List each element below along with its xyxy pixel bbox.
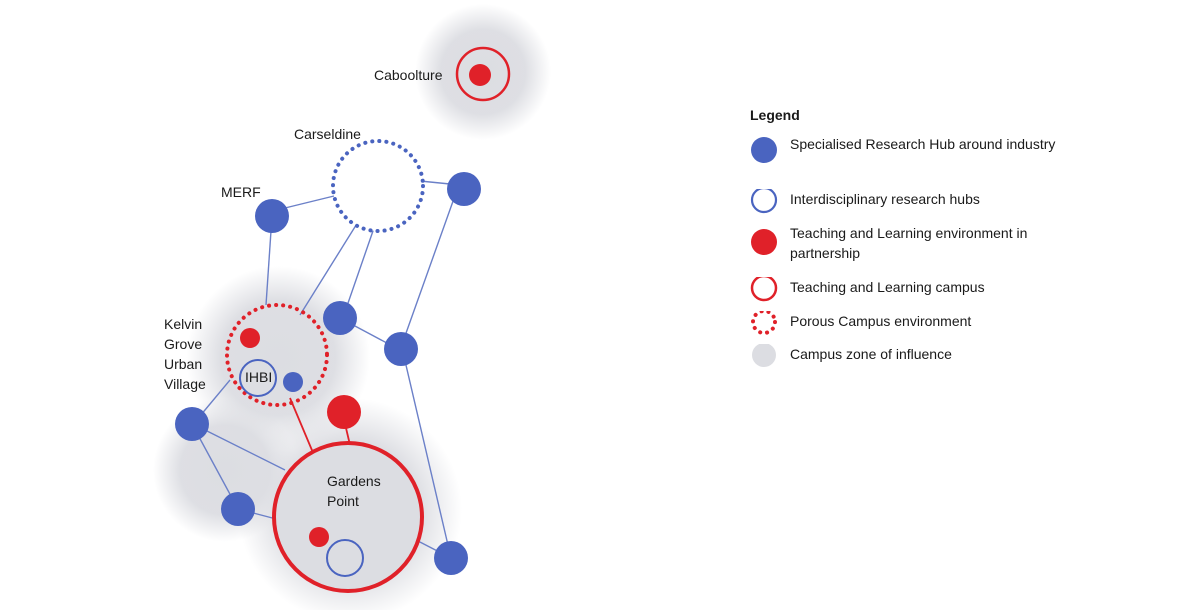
label-merf: MERF bbox=[221, 184, 261, 200]
legend-label-porous: Porous Campus environment bbox=[790, 313, 972, 329]
filled-blue-circle-icon bbox=[751, 137, 777, 163]
gardens-point-partnership-node bbox=[309, 527, 329, 547]
research-node-upper-right bbox=[447, 172, 481, 206]
legend-label-specialised: Specialised Research Hub around industry bbox=[790, 136, 1056, 152]
link-carseldine-kelvin bbox=[299, 221, 359, 316]
gardens-point-campus-ring bbox=[272, 441, 424, 593]
legend-label-interdisciplinary: Interdisciplinary research hubs bbox=[790, 191, 980, 207]
link-left-kelvin bbox=[199, 379, 231, 417]
outlined-blue-circle-icon bbox=[750, 189, 778, 214]
legend-label-zone: Campus zone of influence bbox=[790, 346, 952, 362]
legend-label-teaching-campus: Teaching and Learning campus bbox=[790, 279, 985, 295]
caboolture-partnership-node bbox=[469, 64, 491, 86]
legend-title: Legend bbox=[750, 107, 800, 123]
link-left-hub-gp bbox=[204, 429, 286, 471]
research-node-right bbox=[384, 332, 418, 366]
link-hub-right bbox=[399, 189, 458, 351]
ihbi-hub-ring bbox=[239, 359, 277, 397]
caboolture-campus-ring bbox=[455, 46, 511, 102]
legend-panel: Legend Specialised Research Hub around i… bbox=[738, 98, 1068, 374]
kelvin-research-node bbox=[283, 372, 303, 392]
outlined-red-circle-icon bbox=[750, 277, 778, 302]
label-kelvin-grove-4: Village bbox=[164, 376, 206, 392]
label-kelvin-grove-2: Grove bbox=[164, 336, 202, 352]
link-carseldine-hub bbox=[419, 180, 451, 185]
link-kelvin-gp-red bbox=[289, 397, 315, 456]
dotted-red-circle-icon bbox=[751, 311, 777, 335]
link-carseldine-mid bbox=[346, 227, 375, 307]
label-gardens-point-2: Point bbox=[327, 493, 359, 509]
label-gardens-point-1: Gardens bbox=[327, 473, 381, 489]
partnership-node-gp-top bbox=[327, 395, 361, 429]
label-carseldine: Carseldine bbox=[294, 126, 361, 142]
legend-label-teaching-partnership: Teaching and Learning environment in par… bbox=[790, 225, 1028, 261]
merf-node bbox=[255, 199, 289, 233]
grey-zone-circle-icon bbox=[752, 344, 776, 367]
campus-network-diagram: Caboolture Carseldine MERF Kelvin Grove … bbox=[153, 4, 551, 610]
gardens-point-hub-ring bbox=[326, 539, 364, 577]
filled-red-circle-icon bbox=[751, 229, 777, 255]
link-merf-carseldine bbox=[284, 195, 335, 209]
kelvin-grove-porous-ring bbox=[225, 303, 329, 407]
kelvin-partnership-node bbox=[240, 328, 260, 348]
label-kelvin-grove-1: Kelvin bbox=[164, 316, 202, 332]
research-hubs bbox=[175, 172, 481, 575]
research-node-bottom-right bbox=[434, 541, 468, 575]
research-node-left bbox=[175, 407, 209, 441]
label-ihbi: IHBI bbox=[245, 369, 272, 385]
research-node-lower-left bbox=[221, 492, 255, 526]
label-kelvin-grove-3: Urban bbox=[164, 356, 202, 372]
link-right-bottom bbox=[401, 347, 452, 559]
label-caboolture: Caboolture bbox=[374, 67, 443, 83]
carseldine-porous-ring bbox=[331, 139, 425, 233]
research-node-mid bbox=[323, 301, 357, 335]
